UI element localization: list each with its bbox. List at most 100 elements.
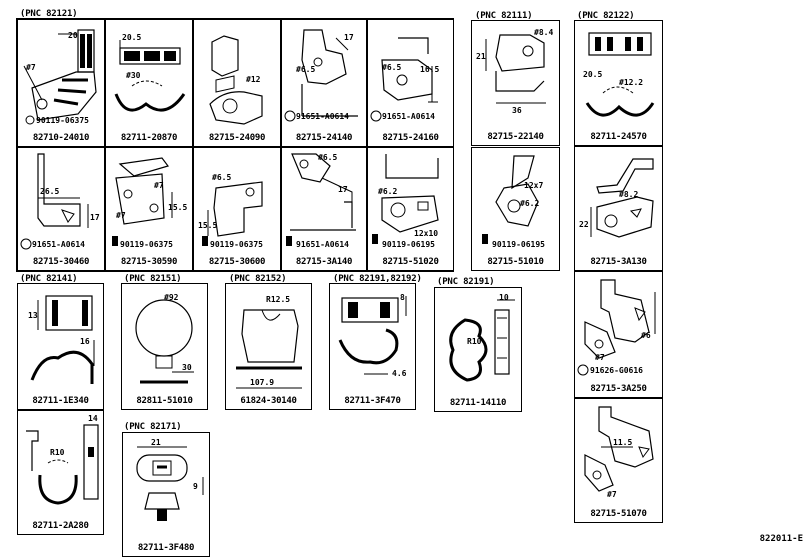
bracket-drawing: #6 #7 91626-G0616 [577, 279, 656, 376]
part-number: 82715-51020 [382, 257, 439, 267]
dim-label: #6.5 [318, 153, 337, 162]
bracket-drawing: #7 #7 15.5 90119-06375 [112, 157, 187, 249]
pnc-label-82122: (PNC 82122) [577, 11, 635, 21]
part-number: 82715-24160 [382, 133, 439, 143]
part-cell-82715-51070[interactable]: 11.5 #7 82715-51070 [574, 398, 663, 523]
bracket-drawing: 11.5 #7 [584, 406, 654, 499]
part-cell-82715-30590[interactable]: #7 #7 15.5 90119-06375 82715-30590 [105, 147, 193, 271]
bracket-drawing: #6.2 12x10 90119-06195 [372, 154, 439, 249]
part-cell-82715-24090[interactable]: #12 82715-24090 [193, 19, 281, 147]
dim-label: 26.5 [40, 187, 59, 196]
dim-label: #7 [607, 490, 617, 499]
dim-label: #7 [595, 353, 605, 362]
part-cell-82711-24570[interactable]: 20.5 #12.2 82711-24570 [574, 20, 663, 146]
dim-label: R10 [467, 337, 482, 346]
dim-label: 20.5 [583, 70, 602, 79]
dim-label: 21 [476, 52, 486, 61]
part-cell-82711-1E340[interactable]: 13 16 82711-1E340 [17, 283, 104, 410]
pnc-label-82141: (PNC 82141) [20, 274, 78, 284]
part-cell-82811-51010[interactable]: #92 30 82811-51010 [121, 283, 208, 410]
clip-drawing: 8 4.6 [338, 293, 407, 378]
dim-label: 22 [579, 220, 589, 229]
part-number: 82711-24570 [590, 132, 647, 142]
part-cell-61824-30140[interactable]: R12.5 107.9 61824-30140 [225, 283, 312, 410]
bracket-drawing: #8.4 21 36 [476, 28, 553, 115]
part-cell-82711-3F470[interactable]: 8 4.6 82711-3F470 [329, 283, 416, 410]
part-number: 82711-1E340 [32, 396, 89, 406]
part-cell-82710-24010[interactable]: 20 #7 90119-06375 82710-24010 [17, 19, 105, 147]
part-number: 82715-3A130 [590, 257, 647, 267]
dim-label: 107.9 [250, 378, 274, 387]
cap-drawing: #92 30 [135, 293, 194, 384]
bolt-number: 90119-06375 [120, 240, 173, 249]
dim-label: 11.5 [613, 438, 632, 447]
dim-label: #30 [126, 71, 141, 80]
part-number: 82711-3F480 [137, 543, 195, 553]
part-cell-82715-3A250[interactable]: #6 #7 91626-G0616 82715-3A250 [574, 271, 663, 398]
bolt-number: 91651-A0614 [296, 112, 349, 121]
clamp-drawing: 20 #7 90119-06375 [23, 29, 97, 125]
diagram-code: 822011-E [759, 534, 803, 544]
dim-label: #6.5 [382, 63, 401, 72]
dim-label: R12.5 [266, 295, 290, 304]
dim-label: #12 [246, 75, 261, 84]
dim-label: 14 [88, 414, 98, 423]
part-cell-82715-24140[interactable]: 17 #6.5 91651-A0614 82715-24140 [281, 19, 367, 147]
part-cell-82711-14110[interactable]: 10 R10 82711-14110 [434, 287, 522, 412]
part-cell-82715-51010[interactable]: 12x7 #6.2 90119-06195 82715-51010 [471, 147, 560, 271]
dim-label: 12x10 [414, 229, 438, 238]
bracket-drawing: 26.5 17 91651-A0614 [20, 153, 100, 250]
dim-label: #8.2 [619, 190, 638, 199]
bolt-number: 91626-G0616 [590, 366, 643, 375]
dim-label: 15.5 [168, 203, 187, 212]
part-number: 82811-51010 [136, 396, 193, 406]
part-number: 82711-20870 [120, 133, 178, 143]
dim-label: 10 [499, 293, 509, 302]
dim-label: #6.2 [520, 199, 539, 208]
part-number: 82715-51010 [487, 257, 544, 267]
dim-label: 20 [68, 31, 78, 40]
part-cell-82711-20870[interactable]: 20.5 #30 82711-20870 [105, 19, 193, 147]
dim-label: #7 [154, 181, 164, 190]
pnc-label-82121: (PNC 82121) [20, 9, 78, 19]
dim-label: 4.6 [392, 369, 407, 378]
pnc-label-82191: (PNC 82191) [437, 277, 495, 287]
clip-drawing: 13 16 [28, 295, 95, 384]
pnc-label-82171: (PNC 82171) [124, 422, 182, 432]
part-cell-82715-3A140[interactable]: #6.5 17 91651-A0614 82715-3A140 [281, 147, 367, 271]
dim-label: 20.5 [122, 33, 141, 42]
part-cell-82715-51020[interactable]: #6.2 12x10 90119-06195 82715-51020 [367, 147, 454, 271]
part-cell-82715-30600[interactable]: #6.5 15.5 90119-06375 82715-30600 [193, 147, 281, 271]
dim-label: #7 [116, 211, 126, 220]
part-cell-82715-22140[interactable]: #8.4 21 36 82715-22140 [471, 20, 560, 146]
bracket-drawing: #6.5 17 91651-A0614 [286, 153, 356, 249]
part-number: 82715-30590 [120, 257, 178, 267]
bracket-drawing: #8.2 22 [579, 158, 654, 238]
bracket-drawing: #12 [209, 35, 263, 125]
clamp-drawing: 20.5 #12.2 [583, 32, 655, 117]
bracket-drawing: 17 #6.5 91651-A0614 [284, 29, 358, 122]
bolt-number: 90119-06375 [210, 240, 263, 249]
part-number: 82715-30460 [32, 257, 90, 267]
part-number: 82715-24140 [295, 133, 353, 143]
dim-label: 15.5 [198, 221, 217, 230]
bolt-number: 90119-06195 [492, 240, 545, 249]
plate-drawing: R12.5 107.9 [236, 295, 302, 389]
dim-label: R10 [50, 448, 65, 457]
part-cell-82715-30460[interactable]: 26.5 17 91651-A0614 82715-30460 [17, 147, 105, 271]
part-number: 82710-24010 [32, 133, 90, 143]
part-cell-82715-24160[interactable]: #6.5 16.5 91651-A0614 82715-24160 [367, 19, 454, 147]
part-cell-82711-3F480[interactable]: 21 9 82711-3F480 [122, 432, 210, 557]
dim-label: #6.5 [296, 65, 315, 74]
bolt-number: 90119-06375 [36, 116, 89, 125]
dim-label: 12x7 [524, 181, 543, 190]
bolt-number: 91651-A0614 [32, 240, 85, 249]
pnc-label-82151: (PNC 82151) [124, 274, 182, 284]
part-number: 82715-22140 [487, 132, 544, 142]
bolt-number: 90119-06195 [382, 240, 435, 249]
part-cell-82711-2A280[interactable]: 14 R10 82711-2A280 [17, 410, 104, 535]
bracket-drawing: 12x7 #6.2 90119-06195 [482, 155, 545, 249]
part-cell-82715-3A130[interactable]: #8.2 22 82715-3A130 [574, 146, 663, 271]
dim-label: 16.5 [420, 65, 439, 74]
bracket-drawing: #6.5 15.5 90119-06375 [198, 173, 263, 249]
